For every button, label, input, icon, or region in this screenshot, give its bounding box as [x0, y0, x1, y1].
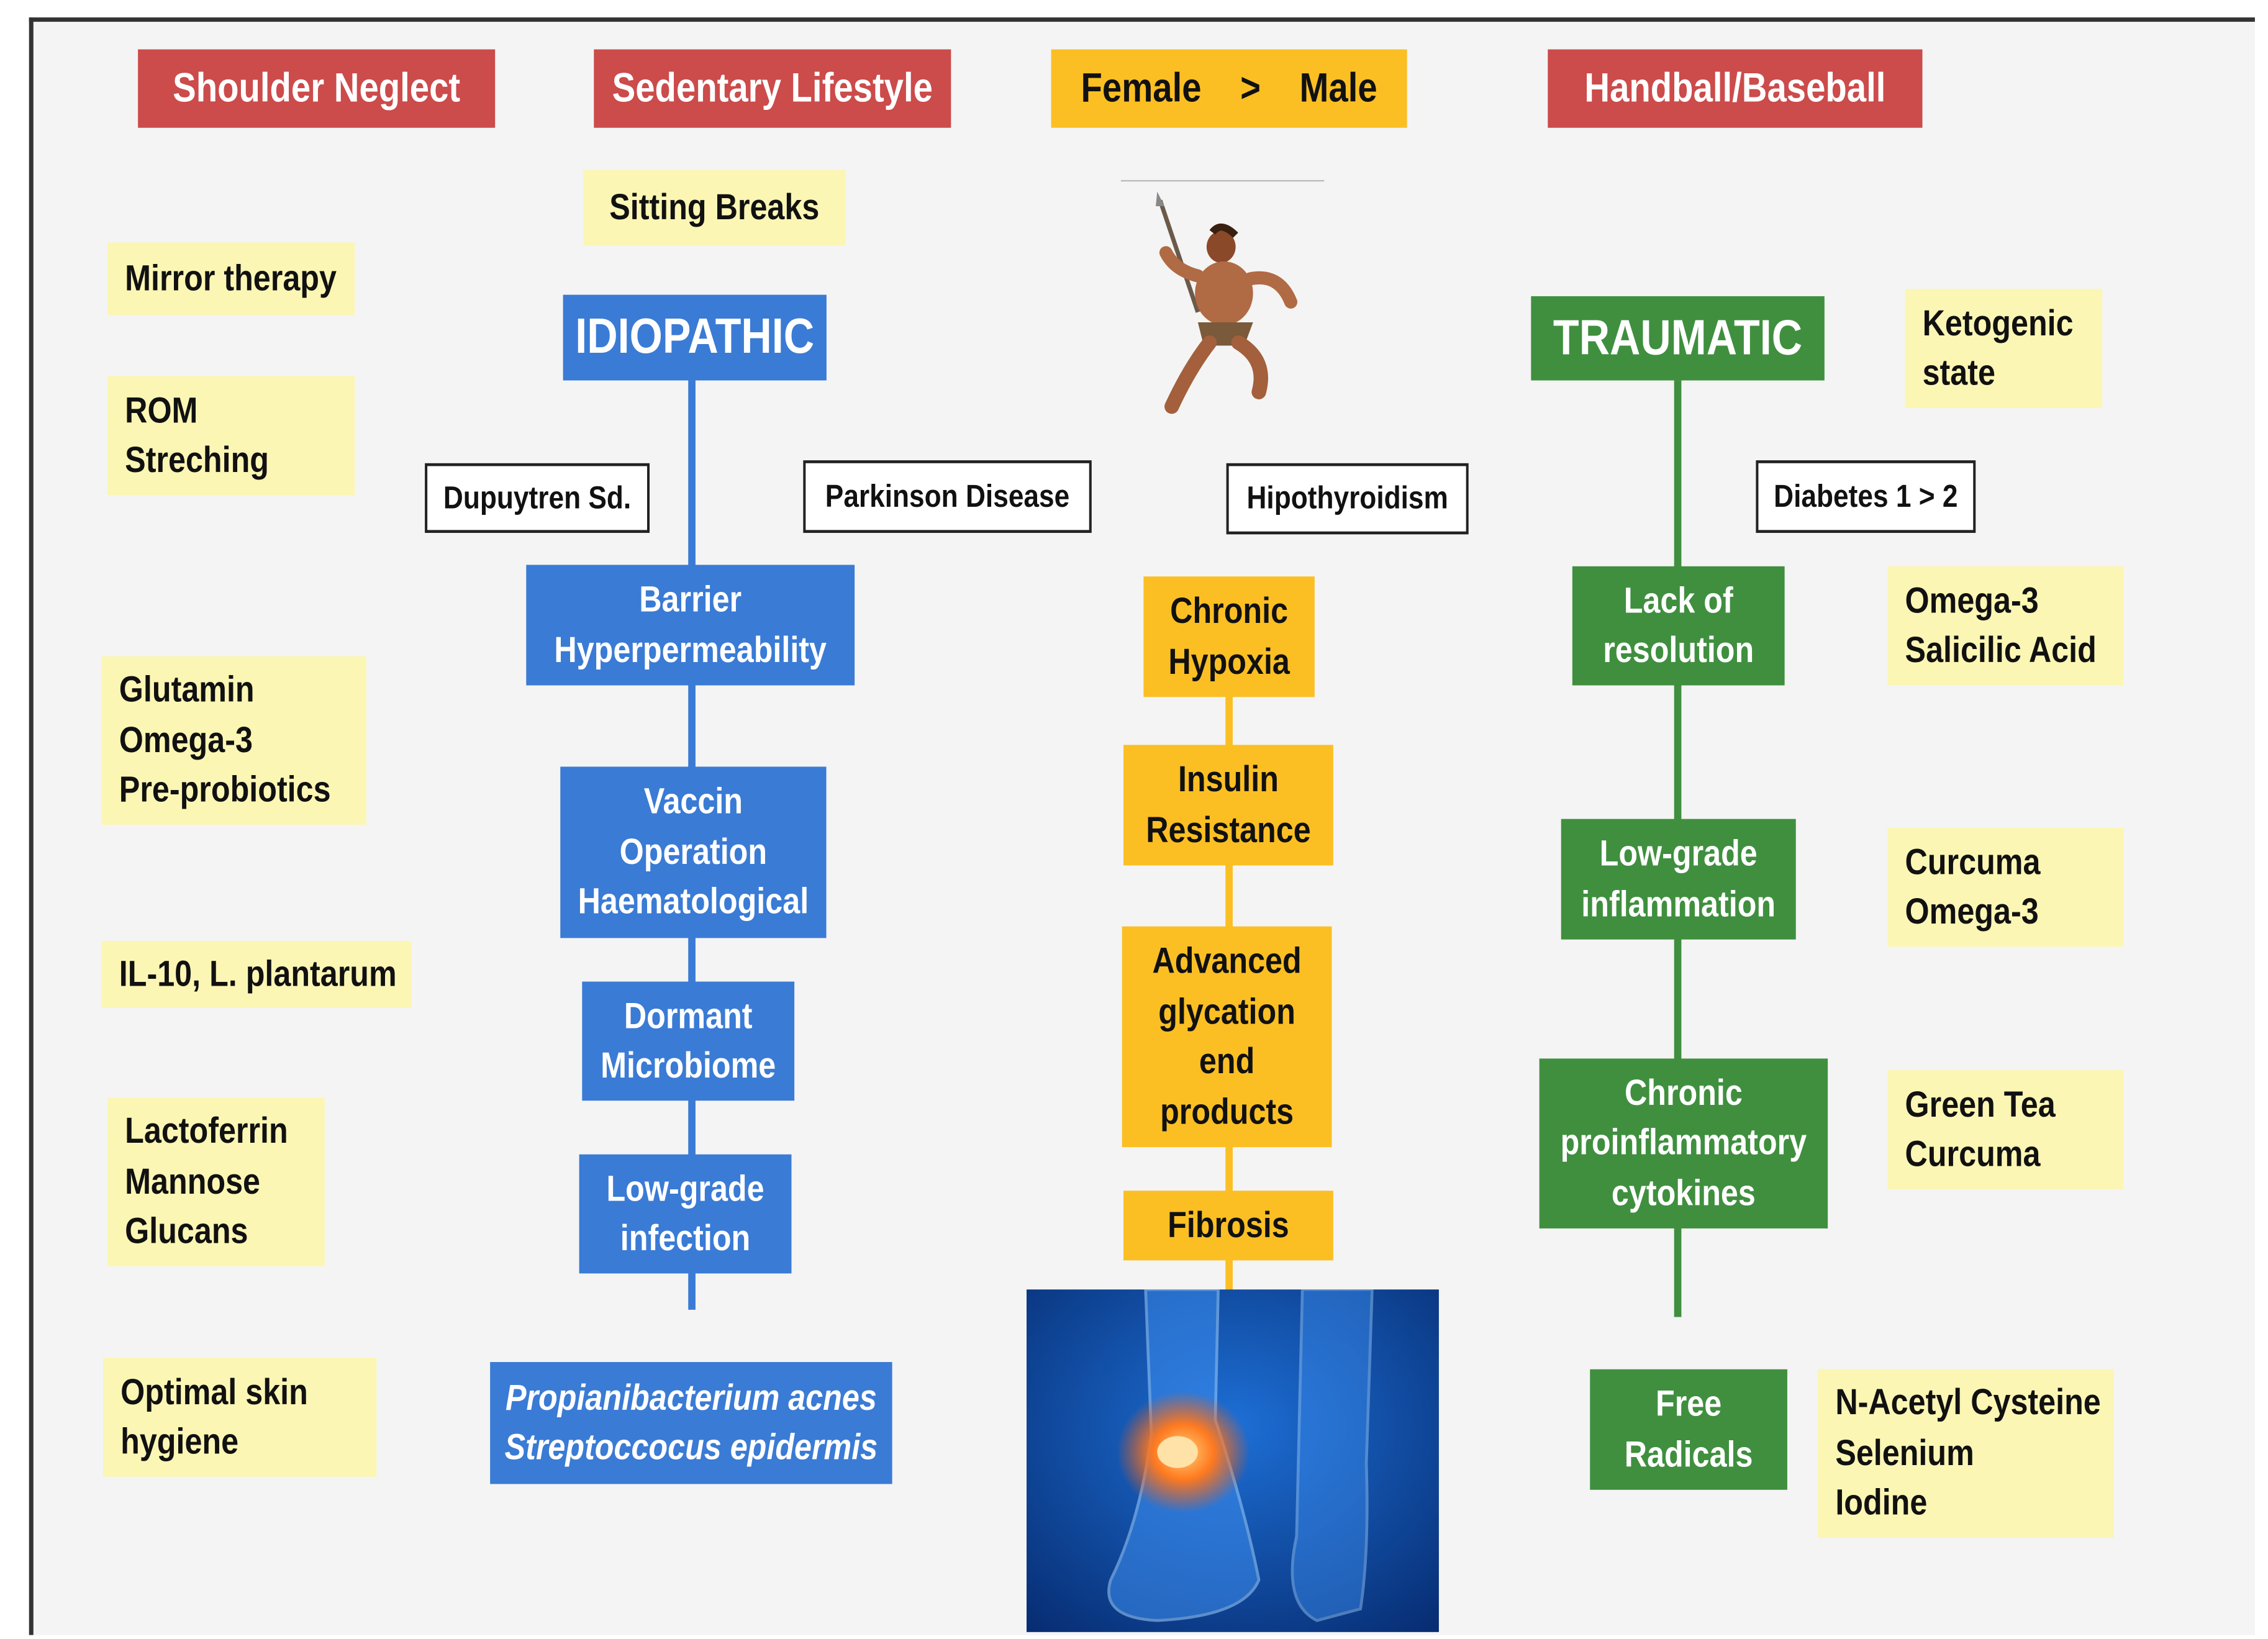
low-grade-inflammation-box: Low-grade inflammation [1561, 819, 1796, 940]
idiopathic-header: IDIOPATHIC [563, 294, 827, 381]
glutamin-note: Glutamin Omega-3 Pre-probiotics [101, 656, 366, 825]
gender-factor: Female > Male [1051, 49, 1407, 128]
diabetes-box: Diabetes 1 > 2 [1756, 460, 1976, 533]
traumatic-header: TRAUMATIC [1531, 296, 1825, 381]
pathogens-box: Propianibacterium acnes Streptoccocus ep… [490, 1362, 892, 1484]
sedentary-lifestyle-factor: Sedentary Lifestyle [594, 49, 951, 128]
lack-of-resolution-box: Lack of resolution [1572, 566, 1785, 686]
insulin-resistance-box: Insulin Resistance [1123, 745, 1333, 866]
rom-stretching-note: ROM Streching [107, 376, 355, 496]
il10-note: IL-10, L. plantarum [101, 941, 412, 1008]
proinflammatory-cytokines-box: Chronic proinflammatory cytokines [1539, 1058, 1828, 1228]
parkinson-box: Parkinson Disease [803, 460, 1092, 533]
vaccin-operation-box: Vaccin Operation Haematological [560, 766, 827, 938]
free-radicals-box: Free Radicals [1590, 1369, 1787, 1490]
header-divider [1120, 179, 1325, 182]
ancient-thrower-figure [1156, 191, 1298, 414]
dupuytren-box: Dupuytren Sd. [425, 463, 650, 533]
inflamed-ankle-xray [1026, 1289, 1439, 1632]
ketogenic-note: Ketogenic state [1905, 289, 2103, 408]
mirror-therapy-note: Mirror therapy [107, 242, 355, 316]
advanced-glycation-box: Advanced glycation end products [1122, 926, 1332, 1148]
barrier-hyperpermeability-box: Barrier Hyperpermeability [526, 565, 855, 686]
low-grade-infection-box: Low-grade infection [579, 1154, 792, 1274]
green-tea-note: Green Tea Curcuma [1887, 1070, 2124, 1189]
nac-note: N-Acetyl Cysteine Selenium Iodine [1818, 1369, 2114, 1538]
chronic-hypoxia-box: Chronic Hypoxia [1143, 576, 1315, 697]
omega-salicilic-note: Omega-3 Salicilic Acid [1887, 566, 2124, 686]
shoulder-neglect-factor: Shoulder Neglect [138, 49, 496, 128]
skin-hygiene-note: Optimal skin hygiene [102, 1358, 377, 1477]
curcuma-omega-note: Curcuma Omega-3 [1887, 827, 2124, 947]
dormant-microbiome-box: Dormant Microbiome [582, 981, 795, 1101]
sitting-breaks-note: Sitting Breaks [583, 170, 846, 246]
sport-factor: Handball/Baseball [1548, 49, 1923, 128]
fibrosis-box: Fibrosis [1123, 1191, 1333, 1261]
hypothyroidism-box: Hipothyroidism [1226, 463, 1469, 535]
lactoferrin-note: Lactoferrin Mannose Glucans [107, 1097, 325, 1266]
